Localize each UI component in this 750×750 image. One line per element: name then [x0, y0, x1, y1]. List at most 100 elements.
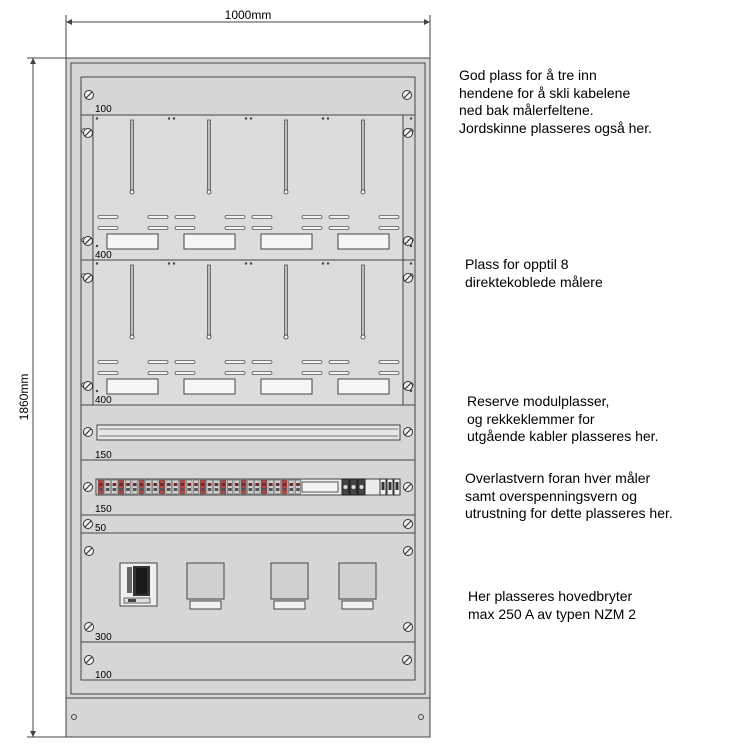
panel-dot [249, 117, 253, 120]
terminal-screw [194, 483, 198, 486]
terminal-screw [289, 483, 293, 486]
note-line: ned bak målerfeltene. [459, 102, 594, 118]
terminal-screw [201, 488, 205, 491]
note-line: max 250 A av typen NZM 2 [468, 605, 637, 622]
meter-slot [97, 119, 169, 250]
meter-clip [378, 226, 400, 230]
terminal-screw [99, 488, 103, 491]
terminal-screw [241, 483, 246, 486]
meter-rail-hole [129, 189, 135, 195]
terminal-screw [296, 488, 300, 491]
screw-icon [83, 273, 93, 283]
section-terminals-label: 150 [95, 504, 112, 515]
fuse-handle [381, 482, 385, 490]
terminal-screw [173, 488, 178, 491]
meter-clip [174, 215, 196, 219]
meter-clip [97, 215, 119, 219]
panel-dot [409, 244, 413, 248]
blank-module-2 [270, 562, 309, 610]
section-top-label: 100 [95, 104, 112, 115]
terminal-screw [119, 483, 123, 486]
note-line: Her plasseres hovedbryter [468, 588, 633, 604]
terminal-screw [194, 488, 198, 491]
terminal-screw [133, 488, 137, 491]
meter-clip [97, 371, 119, 375]
screw-slot [84, 483, 92, 491]
meter-clip [147, 226, 169, 230]
terminal-block [274, 479, 281, 495]
terminal-screw [187, 483, 191, 486]
terminal-screw [146, 488, 151, 491]
section-meters-upper-label: 400 [95, 250, 112, 261]
main-switch-breaker [119, 562, 158, 607]
screw-slot [403, 656, 411, 664]
terminal-screw [126, 488, 130, 491]
note-cable-space: God plass for å tre inn hendene for å sk… [459, 67, 652, 137]
terminal-block [111, 479, 118, 495]
panel-dot [244, 117, 248, 120]
meter-label-window [183, 233, 236, 250]
surge-indicator [359, 485, 364, 489]
meter-clip [147, 360, 169, 364]
meter-clip [251, 360, 273, 364]
note-line: God plass for å tre inn [459, 67, 597, 83]
meter-slot [174, 264, 246, 395]
screw-icon [83, 128, 93, 138]
note-line: hendene for å skli kabelene [459, 84, 631, 101]
terminal-block [104, 479, 111, 495]
terminal-screw [228, 488, 232, 491]
screw-slot [84, 129, 92, 137]
section-reserve-label: 150 [95, 450, 112, 461]
terminal-screw [180, 483, 185, 486]
terminal-block [199, 479, 206, 495]
terminal-screw [112, 483, 117, 486]
meter-rail [284, 264, 288, 338]
base-screws [71, 714, 424, 720]
meter-clip [328, 215, 350, 219]
meter-rail [207, 119, 211, 193]
screw-icon [83, 427, 93, 437]
screw-icon [84, 622, 94, 632]
meter-rail-hole [129, 334, 135, 340]
screw-icon [84, 655, 94, 665]
meter-rail-hole [283, 189, 289, 195]
terminal-block [294, 479, 302, 495]
meter-rail [130, 119, 134, 193]
note-line: utgående kabler plasseres her. [467, 428, 659, 444]
terminal-screw [296, 483, 300, 486]
panel-dot [95, 389, 99, 393]
note-meter-space: Plass for opptil 8 direktekoblede målere [465, 256, 603, 291]
screw-slot [403, 91, 411, 99]
meter-rail-hole [360, 189, 366, 195]
screw-slot [404, 237, 412, 245]
terminal-screw [262, 483, 266, 486]
meter-clip [224, 226, 246, 230]
terminal-screw [146, 483, 151, 486]
meter-clip [301, 371, 323, 375]
panel-dot [249, 262, 253, 265]
terminal-block [267, 479, 274, 495]
terminal-screw [139, 488, 144, 491]
screw-icon [403, 427, 413, 437]
panel-dot [172, 117, 176, 120]
meter-slot [328, 119, 400, 250]
terminal-block [145, 479, 152, 495]
meter-rail [207, 264, 211, 338]
surge-indicator [343, 485, 348, 489]
screw-icon [403, 273, 413, 283]
meter-clip [328, 360, 350, 364]
section-meters-lower: 400 [80, 259, 416, 406]
section-main-switch-label: 300 [95, 632, 112, 643]
meter-label-window [260, 233, 313, 250]
height-dimension: 1860mm [17, 57, 66, 738]
screw-icon [403, 236, 413, 246]
note-main-switch-space: Her plasseres hovedbryter max 250 A av t… [468, 588, 636, 623]
terminal-block [288, 479, 295, 495]
note-overload-space: Overlastvern foran hver måler samt overs… [465, 470, 673, 523]
terminal-block [131, 479, 138, 495]
section-reserve: 150 [80, 404, 416, 461]
terminal-block [152, 479, 159, 495]
meter-clip [174, 360, 196, 364]
meter-clip [174, 226, 196, 230]
meter-label-window [183, 378, 236, 395]
